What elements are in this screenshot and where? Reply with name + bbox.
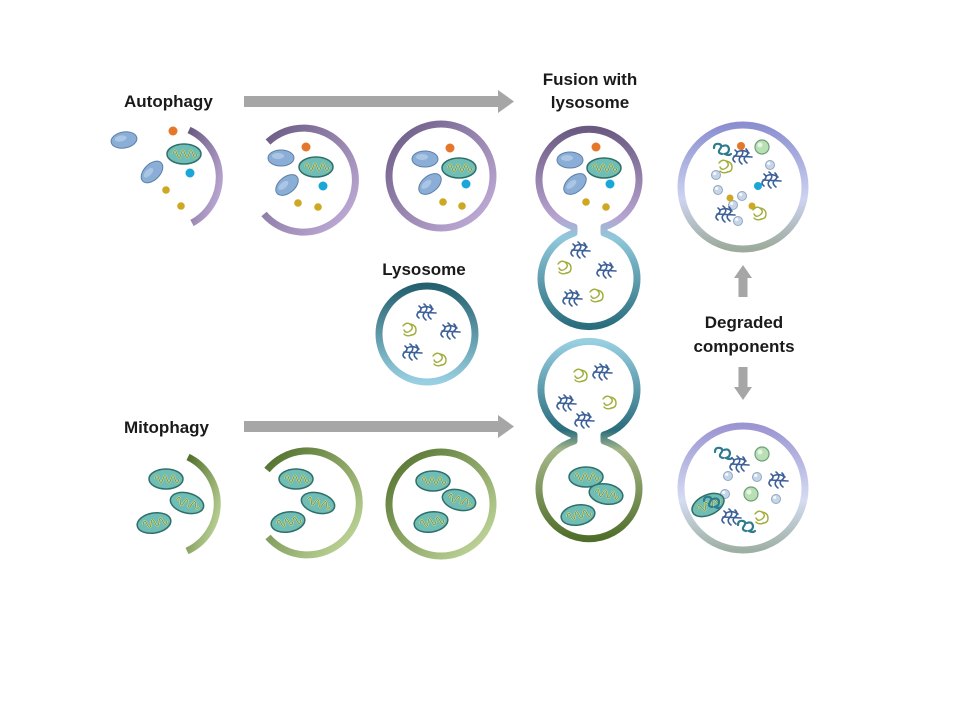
- phagophore-open: [261, 124, 359, 236]
- arrow-down-icon: [734, 367, 752, 400]
- lysosome: [375, 282, 479, 386]
- mitophagophore-crescent: [134, 453, 221, 555]
- autolysosome-fusing: [535, 125, 643, 331]
- phagophore-crescent: [109, 126, 223, 227]
- degraded-autolysosome: [677, 121, 809, 253]
- arrow-up-icon: [734, 265, 752, 297]
- mitophagy-label: Mitophagy: [124, 418, 210, 437]
- arrow-right-icon: [244, 90, 514, 113]
- mitophagosome: [385, 448, 497, 560]
- autophagy-label: Autophagy: [124, 92, 213, 111]
- fusion-label-line1: Fusion with: [543, 70, 637, 89]
- autophagosome: [385, 120, 497, 232]
- degraded-mitolysosome: [677, 422, 809, 554]
- degraded-label-line1: Degraded: [705, 313, 783, 332]
- arrow-right-icon: [244, 415, 514, 438]
- mitolysosome-fusing: [535, 337, 643, 543]
- degraded-label-line2: components: [693, 337, 794, 356]
- mitophagophore-open: [264, 447, 363, 559]
- lysosome-label: Lysosome: [382, 260, 465, 279]
- fusion-label-line2: lysosome: [551, 93, 629, 112]
